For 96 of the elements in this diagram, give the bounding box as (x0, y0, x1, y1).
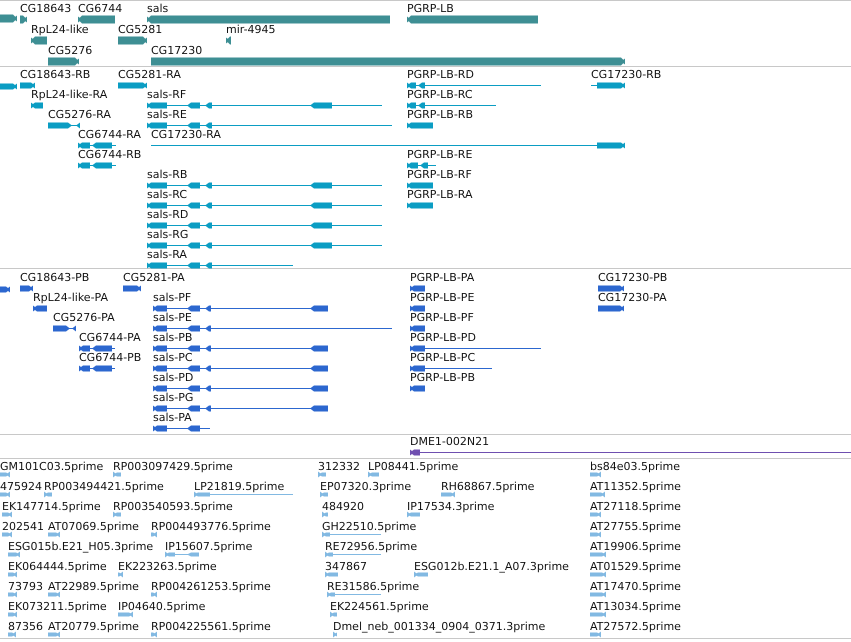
feature-label: sals (147, 2, 168, 15)
feature-label: AT11352.5prime (590, 480, 681, 493)
feature-label: CG5281-PA (123, 271, 185, 284)
feature-label: 475924 (0, 480, 42, 493)
feature-label: sals-RD (147, 208, 188, 221)
feature-label: RP003494421.5prime (44, 480, 164, 493)
feature-label: CG17230-RB (591, 68, 662, 81)
feature-label: CG5276 (48, 44, 92, 57)
feature-label: CG6744-PB (79, 351, 142, 364)
feature-label: sals-RG (147, 228, 188, 241)
feature-label: RH68867.5prime (441, 480, 534, 493)
feature-label: AT13034.5prime (590, 600, 681, 613)
feature-label: sals-PF (153, 291, 192, 304)
feature-label: CG5281 (118, 23, 162, 36)
feature-label: sals-RB (147, 168, 188, 181)
feature-label: PGRP-LB-RE (407, 148, 472, 161)
feature-label: CG6744-RB (78, 148, 142, 161)
feature-label: RE31586.5prime (327, 580, 420, 593)
feature-label: LP21819.5prime (194, 480, 284, 493)
feature-label: IP15607.5prime (165, 540, 252, 553)
feature-label: AT27755.5prime (590, 520, 681, 533)
feature-label: EK073211.5prime (8, 600, 107, 613)
feature-label: CG6744-PA (79, 331, 141, 344)
feature-label: CG17230-PA (598, 291, 667, 304)
feature-label: EK224561.5prime (330, 600, 429, 613)
feature-label: RP004261253.5prime (151, 580, 271, 593)
feature-label: CG18643 (20, 2, 72, 15)
feature-label: AT19906.5prime (590, 540, 681, 553)
feature-label: sals-PB (153, 331, 192, 344)
feature-label: PGRP-LB-PC (410, 351, 476, 364)
feature-label: RP003540593.5prime (113, 500, 233, 513)
feature-label: sals-RC (147, 188, 188, 201)
feature-label: 73793 (8, 580, 43, 593)
feature-label: IP17534.3prime (407, 500, 494, 513)
feature-label: sals-RE (147, 108, 187, 121)
feature-label: AT01529.5prime (590, 560, 681, 573)
feature-label: CG6744 (78, 2, 122, 15)
feature-label: CG18643-RB (20, 68, 90, 81)
feature-label: sals-PG (153, 391, 194, 404)
feature-label: CG17230-RA (151, 128, 221, 141)
feature-label: CG17230-PB (598, 271, 668, 284)
feature-label: RP003097429.5prime (113, 460, 233, 473)
feature-label: PGRP-LB-PB (410, 371, 475, 384)
feature-label: PGRP-LB-PD (410, 331, 476, 344)
feature-label: AT27118.5prime (590, 500, 681, 513)
feature-label: sals-PD (153, 371, 194, 384)
feature-label: sals-RA (147, 248, 187, 261)
feature-label: RP004493776.5prime (151, 520, 271, 533)
feature-label: AT07069.5prime (48, 520, 139, 533)
feature-label: EK064444.5prime (8, 560, 107, 573)
feature-label: sals-RF (147, 88, 186, 101)
feature-label: DME1-002N21 (410, 435, 490, 448)
feature-label: EK147714.5prime (2, 500, 101, 513)
feature-label: LP08441.5prime (368, 460, 458, 473)
feature-label: 87356 (8, 620, 43, 633)
feature-label: mir-4945 (226, 23, 276, 36)
feature-label: RpL24-like-PA (33, 291, 108, 304)
feature-label: ESG012b.E21.1_A07.3prime (414, 560, 569, 573)
feature-label: RpL24-like-RA (31, 88, 108, 101)
feature-label: PGRP-LB-PF (410, 311, 474, 324)
feature-label: 312332 (318, 460, 360, 473)
feature-label: ESG015b.E21_H05.3prime (8, 540, 154, 553)
feature-label: AT27572.5prime (590, 620, 681, 633)
feature-label: RE72956.5prime (325, 540, 418, 553)
feature-label: RpL24-like (31, 23, 89, 36)
feature-label: PGRP-LB-RA (407, 188, 473, 201)
feature-label: sals-PE (153, 311, 192, 324)
feature-label: PGRP-LB-PA (410, 271, 474, 284)
feature-label: Dmel_neb_001334_0904_0371.3prime (333, 620, 546, 633)
feature-label: EP07320.3prime (320, 480, 412, 493)
feature-label: CG5281-RA (118, 68, 181, 81)
feature-label: IP04640.5prime (118, 600, 206, 613)
feature-label: bs84e03.5prime (590, 460, 680, 473)
feature-label: 484920 (322, 500, 364, 513)
feature-label: PGRP-LB-RF (407, 168, 472, 181)
feature-label: AT22989.5prime (48, 580, 139, 593)
feature-label: CG6744-RA (78, 128, 141, 141)
feature-label: 202541 (2, 520, 44, 533)
feature-label: 347867 (325, 560, 367, 573)
feature-label: GH22510.5prime (322, 520, 416, 533)
feature-label: EK223263.5prime (118, 560, 217, 573)
feature-label: PGRP-LB-RB (407, 108, 473, 121)
feature-label: CG5276-RA (48, 108, 111, 121)
feature-label: CG17230 (151, 44, 202, 57)
feature-label: CG18643-PB (20, 271, 90, 284)
feature-label: PGRP-LB (407, 2, 454, 15)
feature-label: PGRP-LB-PE (410, 291, 474, 304)
feature-label: RP004225561.5prime (151, 620, 271, 633)
feature-label: sals-PA (153, 411, 192, 424)
feature-label: PGRP-LB-RD (407, 68, 474, 81)
feature-label: PGRP-LB-RC (407, 88, 473, 101)
feature-label: AT17470.5prime (590, 580, 681, 593)
feature-label: GM101C03.5prime (0, 460, 104, 473)
feature-label: AT20779.5prime (48, 620, 139, 633)
feature-label: sals-PC (153, 351, 193, 364)
feature-label: CG5276-PA (53, 311, 115, 324)
